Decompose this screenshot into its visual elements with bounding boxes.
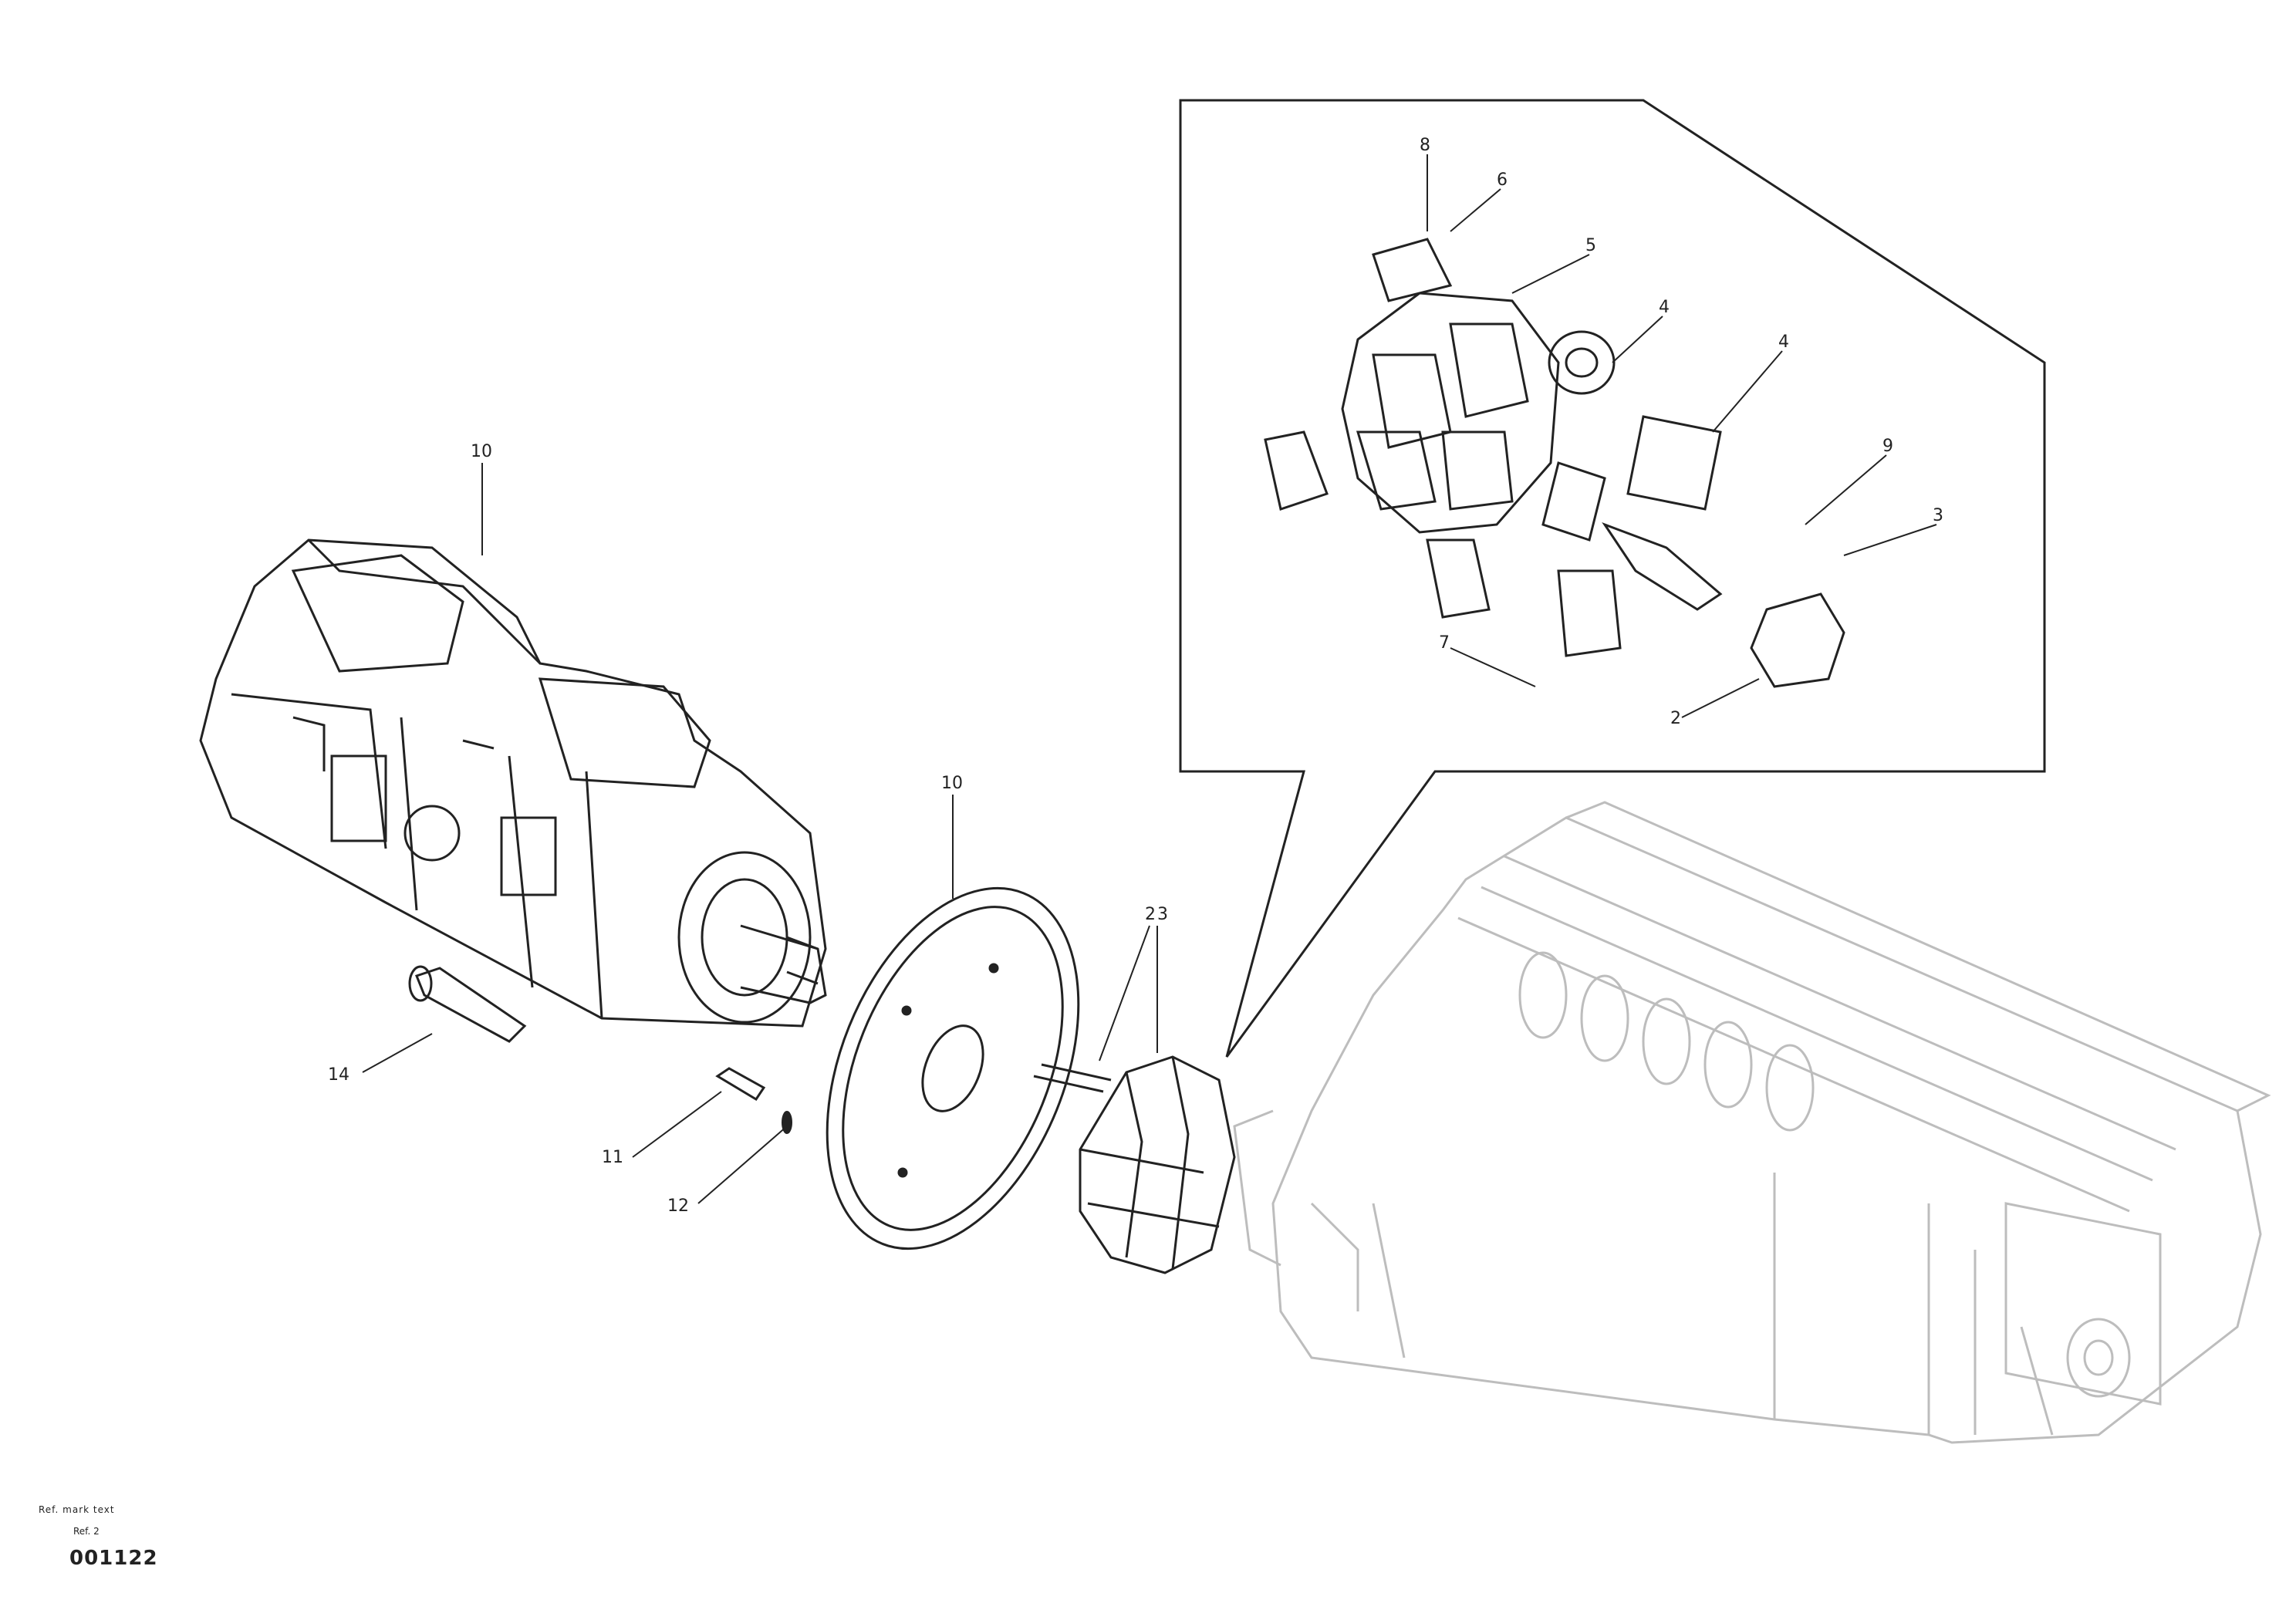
detail-inset-frame xyxy=(1179,99,2046,1058)
callout-labels: 10 14 11 12 10 2 3 8 6 5 4 4 9 3 7 2 xyxy=(328,136,1943,1216)
leader-lines xyxy=(362,154,1937,1204)
callout-label: 14 xyxy=(328,1065,349,1085)
callout-label: 10 xyxy=(941,774,963,793)
callout-label: 3 xyxy=(1157,905,1168,924)
callout-label: 11 xyxy=(602,1148,623,1167)
screw-11 xyxy=(715,1067,766,1102)
callout-label: 5 xyxy=(1585,236,1596,255)
callout-label: 6 xyxy=(1497,170,1508,190)
footer-reference-line: Ref. mark text xyxy=(39,1504,115,1515)
mounting-bolt xyxy=(408,965,527,1043)
engine-block xyxy=(1233,801,2271,1444)
callout-label: 10 xyxy=(471,442,492,461)
flywheel-plate xyxy=(826,886,1080,1250)
hydraulic-pump xyxy=(199,538,827,1028)
callout-label: 9 xyxy=(1882,437,1893,456)
callout-label: 7 xyxy=(1439,633,1450,653)
callout-label: 2 xyxy=(1670,709,1681,728)
inset-coupling-assembly xyxy=(1264,238,1845,688)
figure-code: 001122 xyxy=(69,1547,158,1570)
callout-label: 3 xyxy=(1933,506,1943,525)
callout-label: 4 xyxy=(1778,332,1789,352)
callout-label: 12 xyxy=(667,1196,689,1216)
footer-reference-subline: Ref. 2 xyxy=(73,1526,100,1537)
callout-label: 4 xyxy=(1659,298,1670,317)
callout-label: 8 xyxy=(1420,136,1430,155)
flexible-coupling xyxy=(1033,1055,1236,1274)
callout-label: 2 xyxy=(1145,905,1156,924)
